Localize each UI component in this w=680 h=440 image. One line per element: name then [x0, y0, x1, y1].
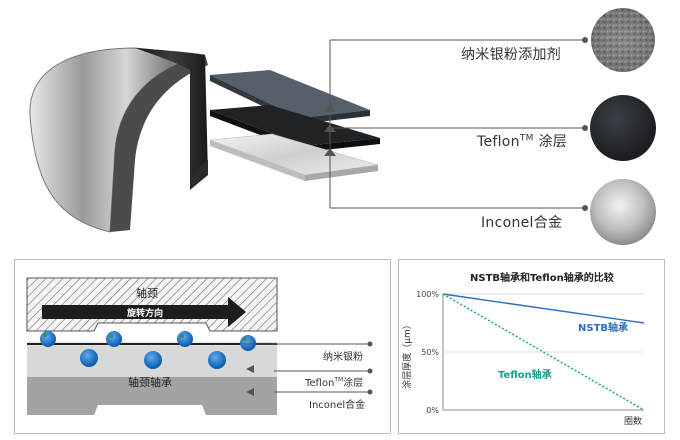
label-inconel: Inconel合金	[481, 215, 563, 231]
journal-bearing-label: 轴颈轴承	[128, 376, 172, 389]
teflon-swatch	[590, 95, 656, 161]
rotation-label: 旋转方向	[127, 309, 164, 319]
rotation-arrow	[228, 297, 246, 327]
nano-silver-particles	[40, 331, 256, 369]
label-teflon-tail: 涂层	[533, 134, 568, 150]
legend-nano-silver: 纳米银粉	[323, 352, 363, 363]
legend-teflon-main: Teflon	[305, 378, 335, 389]
thickness-chart: 100% 50% 0% NSTB轴承 Teflon轴承	[416, 290, 645, 415]
legend-teflon: TeflonTM涂层	[305, 374, 363, 389]
legend-teflon-tail: 涂层	[343, 378, 364, 389]
chart-ylabel: 涂层厚度（μm）	[402, 320, 413, 389]
journal-label: 轴颈	[136, 287, 158, 300]
arrow-up-2	[324, 124, 336, 132]
label-teflon: TeflonTM 涂层	[477, 131, 567, 151]
inconel-swatch	[590, 179, 656, 245]
y-tick-label: 50%	[421, 348, 439, 357]
arrow-up-3	[324, 148, 336, 156]
layer-teflon	[210, 105, 380, 146]
label-nano-silver: 纳米银粉添加剂	[461, 47, 562, 63]
y-tick-label: 100%	[416, 290, 439, 299]
legend-inconel: Inconel合金	[309, 400, 366, 411]
series-line	[442, 293, 645, 324]
bearing-cross-section	[26, 277, 373, 415]
bearing-base	[27, 377, 277, 415]
bearing-foil-illustration	[29, 8, 656, 245]
label-teflon-tm: TM	[519, 133, 534, 144]
series-label: Teflon轴承	[498, 368, 552, 381]
y-tick-label: 0%	[426, 406, 439, 415]
label-teflon-main: Teflon	[477, 134, 520, 150]
chart-title: NSTB轴承和Teflon轴承的比较	[470, 273, 614, 284]
curled-foil-inner	[110, 55, 208, 232]
arrow-up-1	[324, 104, 336, 112]
series-label: NSTB轴承	[578, 321, 628, 334]
chart-xlabel: 圈数	[624, 417, 643, 427]
legend-teflon-tm: TM	[334, 376, 344, 384]
series-line	[442, 293, 645, 411]
